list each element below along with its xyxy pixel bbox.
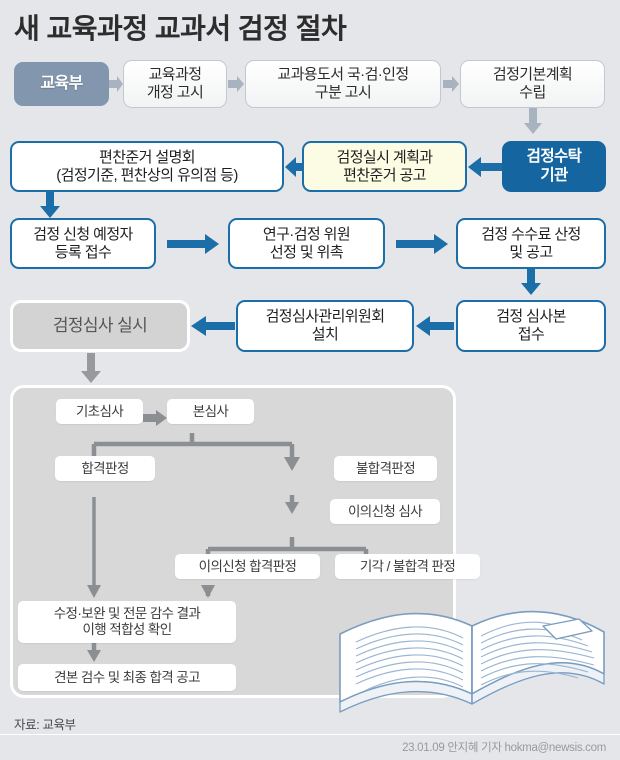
panel-node-appeal-review[interactable]: 이의신청 심사 bbox=[330, 499, 440, 524]
flow-box-notice[interactable]: 검정실시 계획과 편찬준거 공고 bbox=[302, 141, 467, 192]
flow-box-applicant-registration[interactable]: 검정 신청 예정자 등록 접수 bbox=[10, 218, 156, 269]
panel-node-final-announcement[interactable]: 견본 검수 및 최종 합격 공고 bbox=[18, 664, 236, 691]
arrow-management-to-review bbox=[191, 316, 235, 336]
arrow-ministry-to-curriculum bbox=[109, 76, 123, 92]
arrow-curriculum-to-classification bbox=[228, 76, 244, 92]
flow-box-review-execution[interactable]: 검정심사 실시 bbox=[10, 300, 190, 352]
page-title: 새 교육과정 교과서 검정 절차 bbox=[14, 13, 347, 44]
flow-box-basic-plan[interactable]: 검정기본계획 수립 bbox=[460, 60, 605, 108]
flow-box-curriculum[interactable]: 교육과정 개정 고시 bbox=[123, 60, 227, 108]
open-book-illustration bbox=[330, 598, 615, 720]
arrow-basic-plan-to-agency bbox=[524, 108, 542, 134]
credit-label: 23.01.09 안지혜 기자 hokma@newsis.com bbox=[402, 742, 606, 754]
arrow-notice-to-briefing bbox=[285, 157, 304, 177]
flow-box-agency[interactable]: 검정수탁 기관 bbox=[502, 141, 606, 192]
arrow-submission-to-management bbox=[416, 316, 454, 336]
arrow-classification-to-basic-plan bbox=[443, 76, 459, 92]
panel-node-appeal-pass[interactable]: 이의신청 합격판정 bbox=[175, 554, 320, 579]
panel-node-correction-check[interactable]: 수정·보완 및 전문 감수 결과 이행 적합성 확인 bbox=[18, 601, 236, 643]
flow-box-fee-calculation[interactable]: 검정 수수료 산정 및 공고 bbox=[456, 218, 606, 269]
arrow-agency-to-notice bbox=[468, 157, 502, 177]
arrow-fee-to-submission bbox=[521, 268, 541, 295]
arrow-committee-to-fee bbox=[396, 234, 448, 254]
panel-node-basic-review[interactable]: 기초심사 bbox=[56, 399, 143, 424]
panel-node-reject-fail[interactable]: 기각 / 불합격 판정 bbox=[335, 554, 480, 579]
arrow-review-to-panel bbox=[81, 353, 101, 383]
panel-node-fail-decision[interactable]: 불합격판정 bbox=[334, 456, 437, 481]
arrow-registration-to-committee bbox=[167, 234, 219, 254]
panel-node-pass-decision[interactable]: 합격판정 bbox=[55, 456, 155, 481]
source-label: 자료: 교육부 bbox=[14, 718, 76, 732]
arrow-briefing-to-registration bbox=[40, 191, 60, 218]
flow-box-submission-receipt[interactable]: 검정 심사본 접수 bbox=[456, 300, 606, 352]
flow-box-ministry[interactable]: 교육부 bbox=[14, 62, 109, 106]
footer-divider bbox=[0, 734, 620, 735]
flow-box-management-committee[interactable]: 검정심사관리위원회 설치 bbox=[236, 300, 414, 352]
flow-box-classification[interactable]: 교과용도서 국·검·인정 구분 고시 bbox=[245, 60, 441, 108]
flow-box-committee-appointment[interactable]: 연구·검정 위원 선정 및 위촉 bbox=[228, 218, 385, 269]
flow-box-briefing[interactable]: 편찬준거 설명회 (검정기준, 편찬상의 유의점 등) bbox=[10, 141, 284, 192]
panel-node-main-review[interactable]: 본심사 bbox=[167, 399, 254, 424]
